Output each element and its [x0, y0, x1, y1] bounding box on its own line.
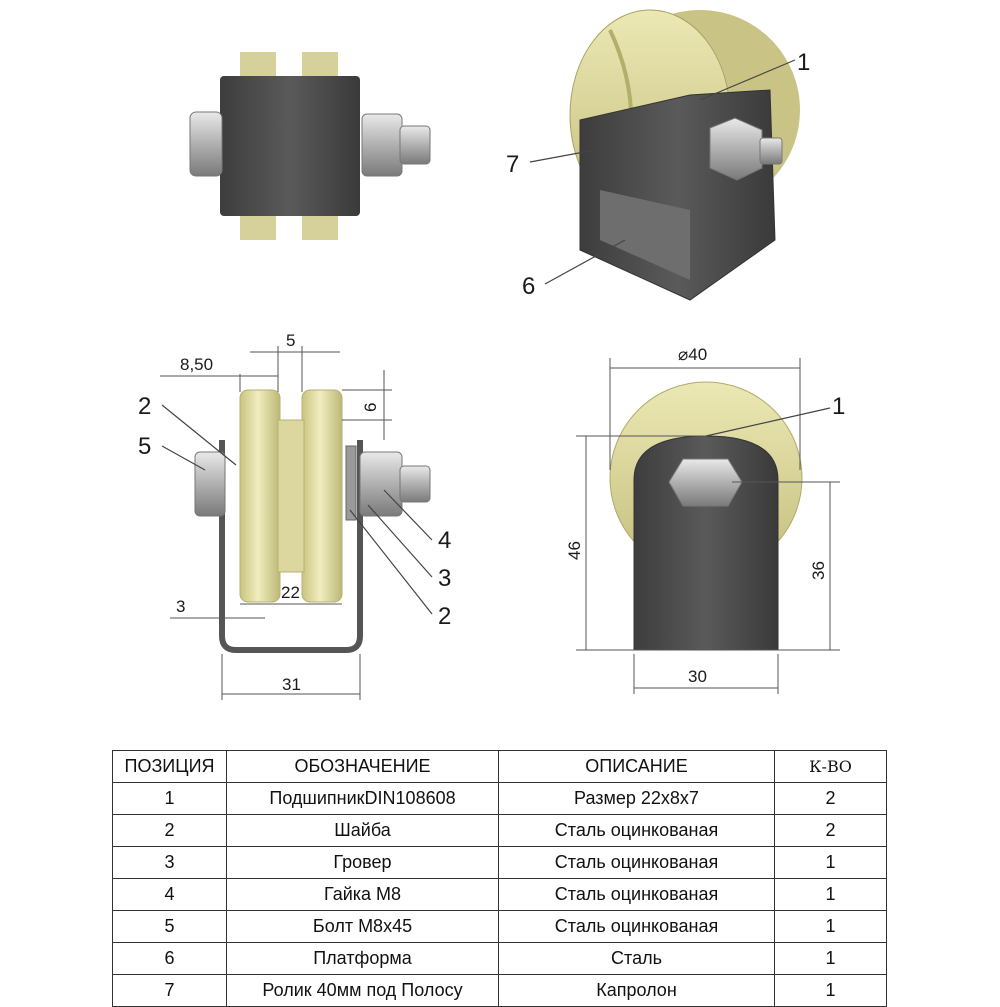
table-row: 4 Гайка М8 Сталь оцинкованая 1	[112, 878, 887, 911]
cell-quantity: 1	[774, 846, 887, 879]
bolt-head	[194, 451, 226, 517]
assembly-drawing: 1 7 6 8,50 5 6 22 3 31	[138, 9, 845, 700]
cell-description: Сталь оцинкованая	[498, 846, 775, 879]
dim-3: 3	[176, 597, 185, 616]
dim-5: 5	[286, 331, 295, 350]
nut	[361, 113, 403, 177]
u-bracket	[219, 440, 363, 653]
callout-2a: 2	[138, 393, 151, 420]
top-view	[189, 52, 431, 240]
cell-description: Сталь оцинкованая	[498, 910, 775, 943]
callout-7: 7	[506, 151, 519, 178]
dim-dia-40: ⌀40	[678, 345, 707, 364]
header-description: ОПИСАНИЕ	[498, 750, 775, 783]
callout-1: 1	[797, 49, 810, 76]
cell-position: 1	[112, 782, 227, 815]
hex-bolt-head	[668, 458, 743, 507]
cell-description: Сталь	[498, 942, 775, 975]
cell-description: Сталь оцинкованая	[498, 878, 775, 911]
dim-36: 36	[809, 561, 828, 580]
table-row: 7 Ролик 40мм под Полосу Капролон 1	[112, 974, 887, 1007]
callout-6: 6	[522, 273, 535, 300]
side-view: 8,50 5 6 22 3 31 2 5 4 3 2	[138, 331, 451, 700]
cell-designation: Болт М8x45	[226, 910, 499, 943]
washer	[345, 445, 357, 521]
bolt-head	[189, 111, 223, 177]
cell-designation: Ролик 40мм под Полосу	[226, 974, 499, 1007]
front-view: ⌀40 46 36 30 1	[565, 345, 845, 694]
table-row: 5 Болт М8x45 Сталь оцинкованая 1	[112, 910, 887, 943]
cell-quantity: 1	[774, 942, 887, 975]
cell-description: Сталь оцинкованая	[498, 814, 775, 847]
cell-designation: Шайба	[226, 814, 499, 847]
header-position: ПОЗИЦИЯ	[112, 750, 227, 783]
cell-position: 3	[112, 846, 227, 879]
cell-description: Капролон	[498, 974, 775, 1007]
cell-quantity: 2	[774, 814, 887, 847]
cell-position: 2	[112, 814, 227, 847]
cell-position: 4	[112, 878, 227, 911]
platform-opening	[600, 190, 690, 280]
table-row: 6 Платформа Сталь 1	[112, 942, 887, 975]
cell-position: 5	[112, 910, 227, 943]
bracket-body	[220, 76, 360, 216]
iso-nut	[709, 117, 763, 181]
dim-31: 31	[282, 675, 301, 694]
cell-designation: ПодшипникDIN108608	[226, 782, 499, 815]
bolt-thread	[399, 465, 431, 503]
bolt-thread	[399, 125, 431, 165]
roller-hub	[277, 419, 305, 573]
cell-quantity: 1	[774, 878, 887, 911]
table-row: 3 Гровер Сталь оцинкованая 1	[112, 846, 887, 879]
callout-1-front: 1	[832, 393, 845, 420]
dim-6: 6	[361, 403, 380, 412]
dim-8-50: 8,50	[180, 355, 213, 374]
callout-3: 3	[438, 565, 451, 592]
header-quantity: К-ВО	[774, 750, 887, 783]
cell-description: Размер 22x8x7	[498, 782, 775, 815]
dim-22: 22	[281, 583, 300, 602]
cell-designation: Гровер	[226, 846, 499, 879]
header-designation: ОБОЗНАЧЕНИЕ	[226, 750, 499, 783]
isometric-view: 1 7 6	[506, 9, 810, 301]
cell-position: 6	[112, 942, 227, 975]
nut	[359, 451, 403, 517]
cell-quantity: 1	[774, 974, 887, 1007]
cell-designation: Гайка М8	[226, 878, 499, 911]
iso-bolt-thread	[759, 137, 783, 165]
callout-5: 5	[138, 433, 151, 460]
cell-designation: Платформа	[226, 942, 499, 975]
roller-half-right	[301, 389, 343, 603]
cell-quantity: 2	[774, 782, 887, 815]
roller-half-left	[239, 389, 281, 603]
cell-quantity: 1	[774, 910, 887, 943]
callout-2b: 2	[438, 603, 451, 630]
callout-4: 4	[438, 527, 451, 554]
table-row: 2 Шайба Сталь оцинкованая 2	[112, 814, 887, 847]
parts-table: ПОЗИЦИЯ ОБОЗНАЧЕНИЕ ОПИСАНИЕ К-ВО 1 Подш…	[112, 750, 887, 1007]
table-header-row: ПОЗИЦИЯ ОБОЗНАЧЕНИЕ ОПИСАНИЕ К-ВО	[112, 750, 887, 783]
table-row: 1 ПодшипникDIN108608 Размер 22x8x7 2	[112, 782, 887, 815]
cell-position: 7	[112, 974, 227, 1007]
dim-46: 46	[565, 541, 584, 560]
dim-30: 30	[688, 667, 707, 686]
